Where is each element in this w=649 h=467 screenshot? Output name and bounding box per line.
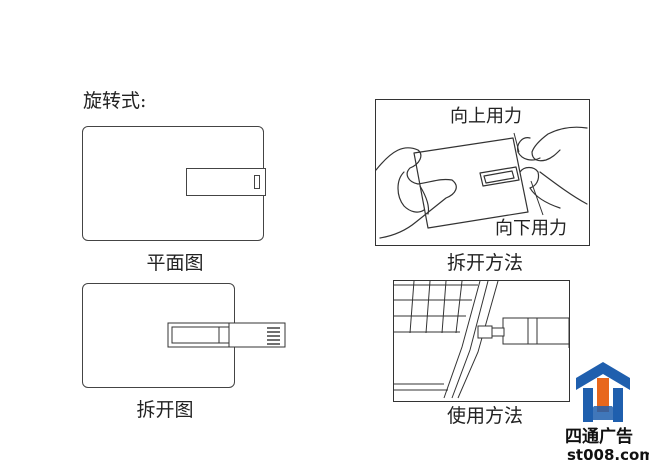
caption-opened-view: 拆开图	[136, 399, 194, 421]
label-up-force: 向上用力	[450, 106, 522, 127]
watermark-name: 四通广告	[565, 427, 633, 447]
heading: 旋转式:	[83, 90, 147, 112]
caption-usage-method: 使用方法	[446, 405, 523, 427]
usb-slot-closed	[186, 168, 266, 196]
usb-slot-notch	[254, 175, 260, 189]
watermark-site: st008.com	[567, 446, 649, 464]
caption-open-method: 拆开方法	[446, 252, 523, 274]
caption-plan-view: 平面图	[146, 252, 204, 274]
label-down-force: 向下用力	[495, 218, 567, 239]
